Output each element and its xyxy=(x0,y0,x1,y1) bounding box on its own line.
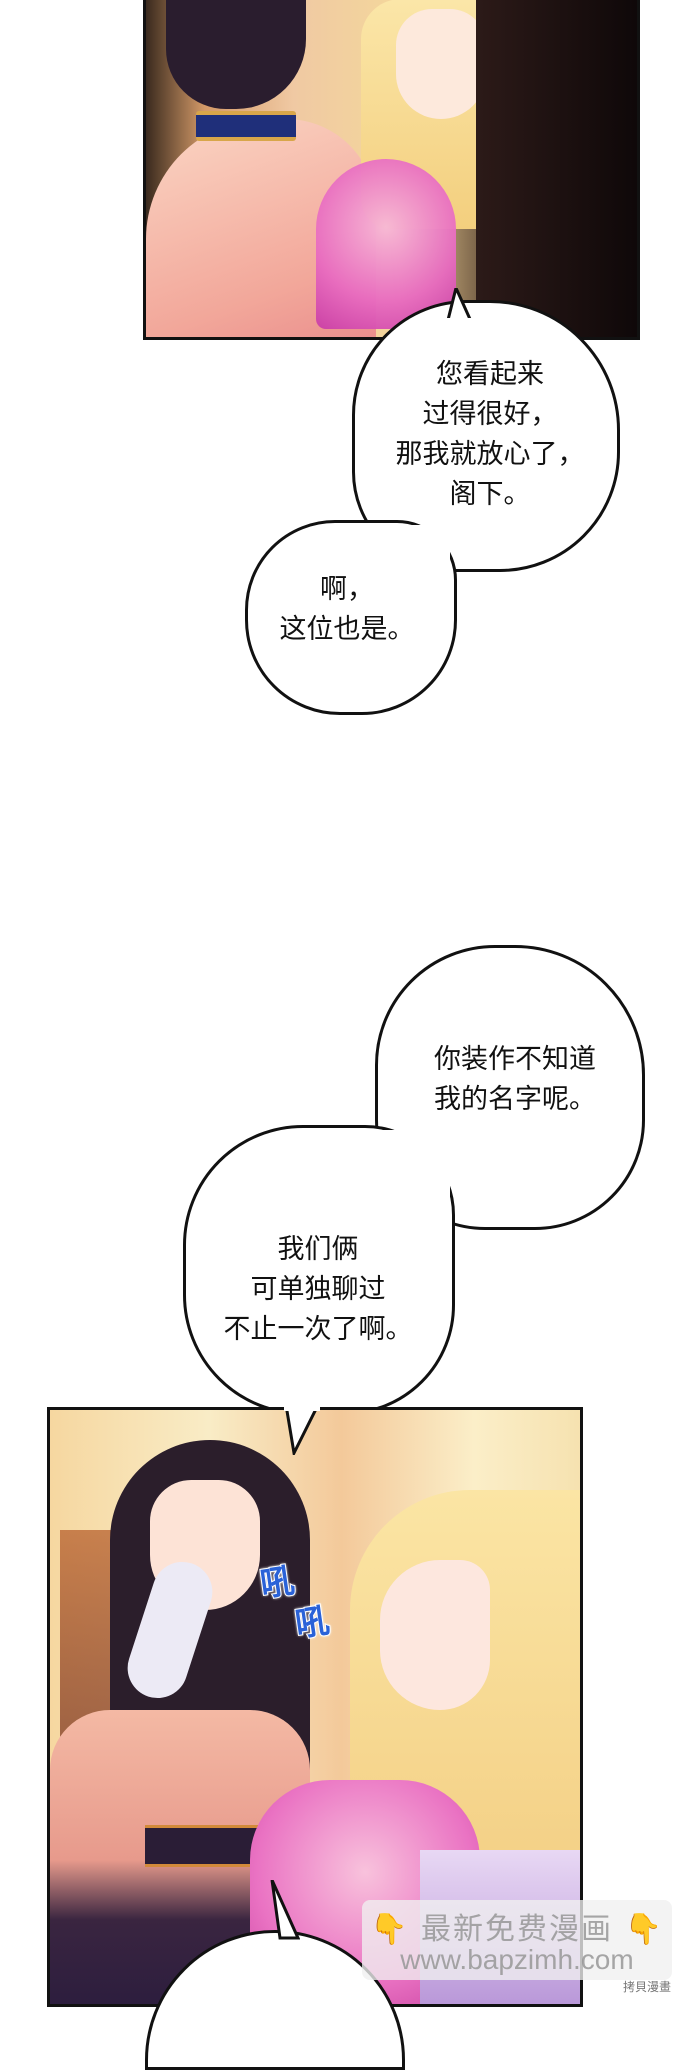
blonde-woman-face xyxy=(396,9,486,119)
watermark-url[interactable]: www.bapzimh.com xyxy=(400,1944,634,1975)
speech-bubble-4-tail xyxy=(284,1405,320,1455)
watermark-title: 最新免费漫画 xyxy=(421,1912,613,1947)
pointing-down-hand-icon: 👇 xyxy=(624,1912,664,1947)
speech-bubble-2-text: 啊， 这位也是。 xyxy=(279,574,415,645)
speech-bubble-5-tail xyxy=(270,1880,300,1940)
comic-panel-2: 吼 吼 xyxy=(47,1407,583,2007)
watermark-banner: 👇 最新免费漫画 👇 www.bapzimh.com xyxy=(362,1900,672,1980)
credit-label: 拷貝漫畫 xyxy=(623,1980,672,1994)
pink-floral-fan xyxy=(316,159,456,329)
pointing-down-hand-icon: 👇 xyxy=(370,1912,410,1947)
speech-bubble-4-text: 我们俩 可单独聊过 不止一次了啊。 xyxy=(223,1234,413,1345)
bubble-merge-fill xyxy=(380,1130,450,1220)
dark-haired-woman-hair xyxy=(166,0,306,109)
blue-choker xyxy=(196,111,296,141)
speech-bubble-3-text: 你装作不知道 我的名字呢。 xyxy=(434,1044,596,1115)
watermark-line1: 👇 最新免费漫画 👇 xyxy=(362,1904,672,1948)
sfx-laugh-2: 吼 xyxy=(292,1600,333,1646)
comic-panel-1 xyxy=(143,0,640,340)
speech-bubble-1-tail xyxy=(443,288,477,328)
blonde-woman-face xyxy=(380,1560,490,1710)
speech-bubble-1-text: 您看起来 过得很好， 那我就放心了， 阁下。 xyxy=(395,359,585,510)
dark-figure-silhouette xyxy=(476,0,637,337)
bubble-merge-fill xyxy=(350,525,450,580)
